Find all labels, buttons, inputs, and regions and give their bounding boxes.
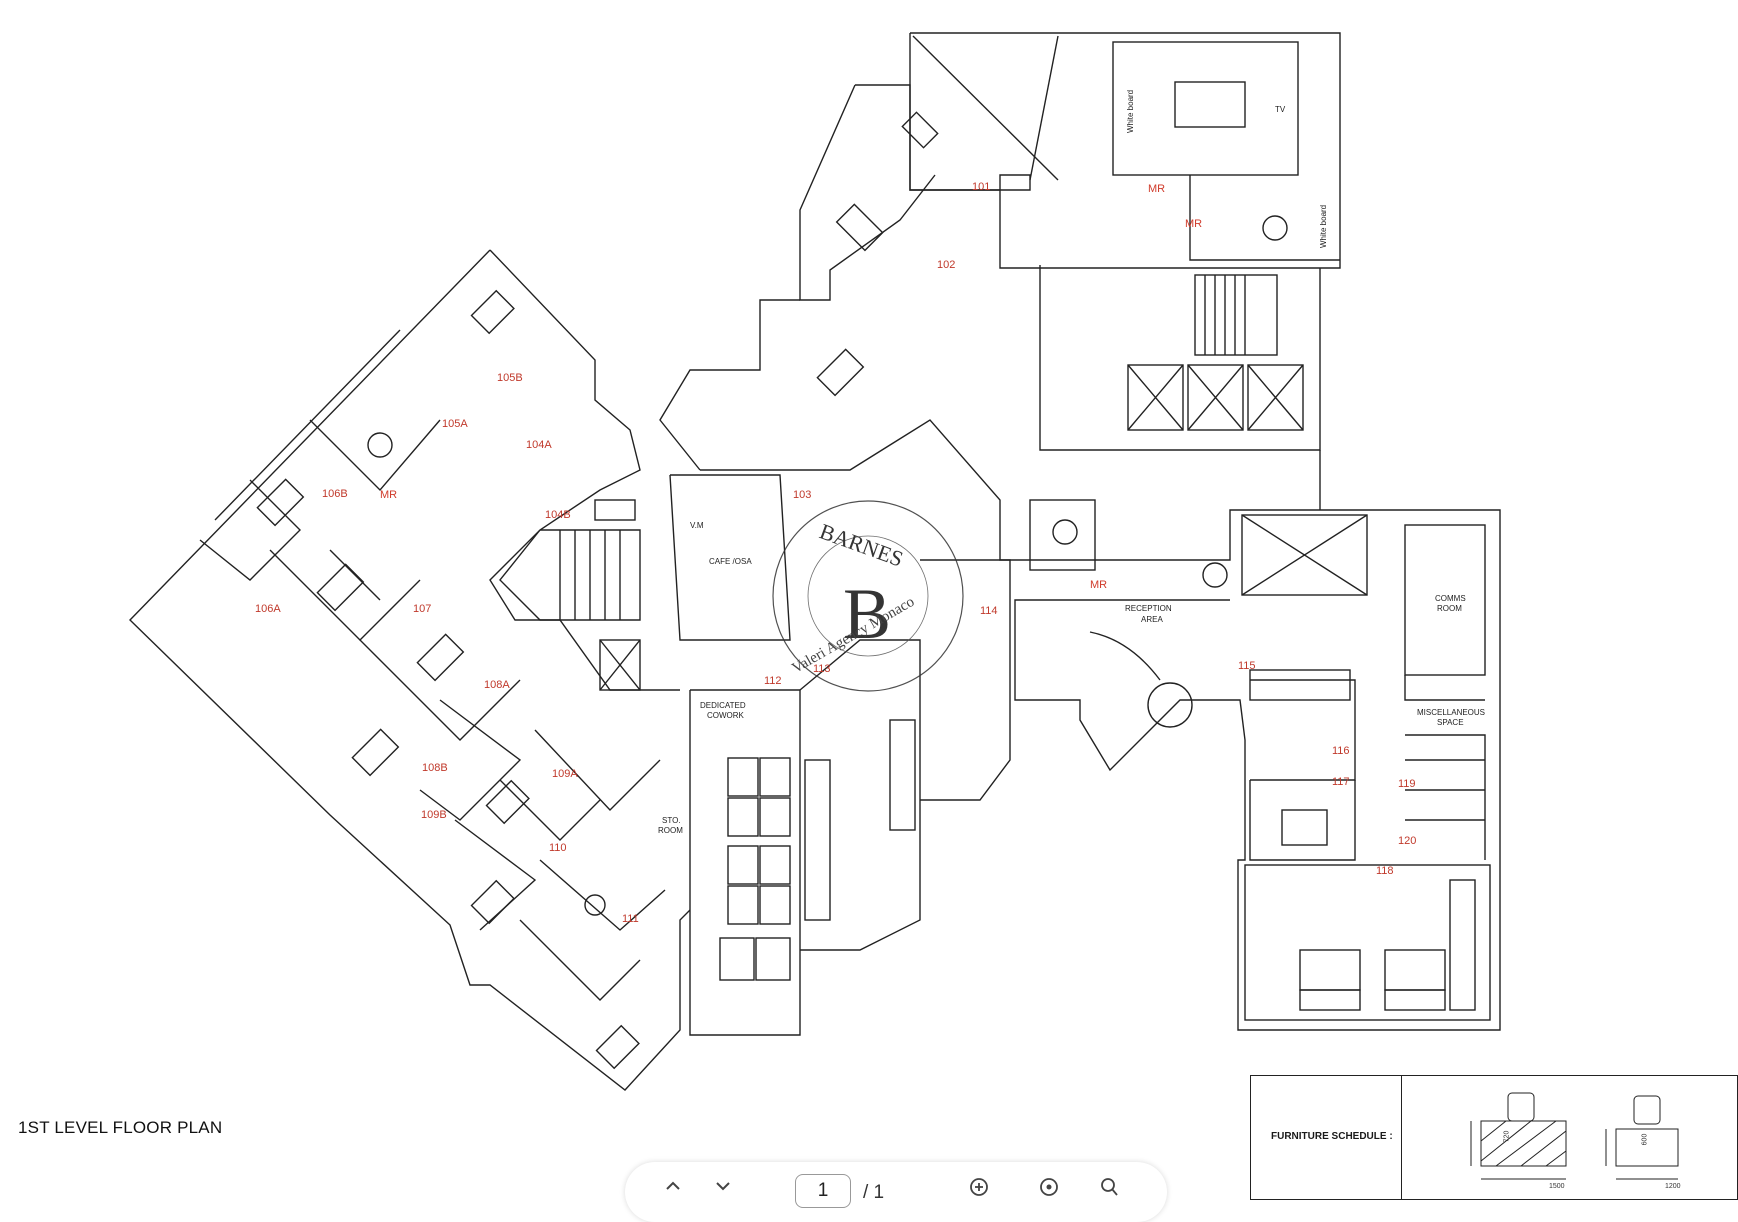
tv-label: TV bbox=[1275, 105, 1286, 114]
wall bbox=[799, 84, 936, 301]
room-label-108b: 108B bbox=[422, 762, 448, 774]
wall bbox=[909, 32, 1341, 269]
zoom-reset-icon[interactable] bbox=[1035, 1176, 1063, 1204]
wall bbox=[129, 249, 691, 1091]
watermark-letter: B bbox=[843, 574, 891, 654]
pdf-viewer-toolbar: / 1 bbox=[625, 1162, 1167, 1222]
room-label-102: 102 bbox=[937, 259, 955, 271]
room-label-109b: 109B bbox=[421, 809, 447, 821]
reception-label-1: RECEPTION bbox=[1125, 604, 1172, 613]
schedule-divider bbox=[1401, 1076, 1402, 1199]
zoom-in-icon[interactable] bbox=[965, 1176, 993, 1204]
comms-label-2: ROOM bbox=[1437, 604, 1462, 613]
page-total: / 1 bbox=[863, 1182, 885, 1203]
vm-label: V.M bbox=[690, 521, 704, 530]
mr-label-2: MR bbox=[1185, 218, 1202, 230]
storage-label-1: STO. bbox=[662, 816, 681, 825]
wall bbox=[659, 299, 800, 471]
room-label-104b: 104B bbox=[545, 509, 571, 521]
room-label-117: 117 bbox=[1332, 776, 1350, 788]
room-label-109a: 109A bbox=[552, 768, 578, 780]
reception-label-2: AREA bbox=[1141, 615, 1163, 624]
chevron-up-icon[interactable] bbox=[659, 1176, 687, 1204]
whiteboard-label-1: White board bbox=[1126, 90, 1135, 133]
room-label-104a: 104A bbox=[526, 439, 552, 451]
room-label-120: 120 bbox=[1398, 835, 1416, 847]
room-label-105b: 105B bbox=[497, 372, 523, 384]
room-label-105a: 105A bbox=[442, 418, 468, 430]
room-label-119: 119 bbox=[1398, 778, 1416, 790]
room-label-106b: 106B bbox=[322, 488, 348, 500]
misc-label-1: MISCELLANEOUS bbox=[1417, 708, 1485, 717]
room-label-116: 116 bbox=[1332, 745, 1350, 757]
furniture-legend-drawing bbox=[1470, 1092, 1679, 1180]
mr-label-1: MR bbox=[1148, 183, 1165, 195]
meeting-room-wall bbox=[1112, 41, 1299, 176]
room-label-108a: 108A bbox=[484, 679, 510, 691]
room-label-103: 103 bbox=[793, 489, 811, 501]
dim-label-600: 600 bbox=[1641, 1133, 1649, 1146]
dim-label-720: 720 bbox=[1503, 1130, 1511, 1143]
room-label-115: 115 bbox=[1238, 660, 1256, 672]
room-label-111: 111 bbox=[622, 913, 639, 925]
room-label-118: 118 bbox=[1376, 865, 1394, 877]
storage-label-2: ROOM bbox=[658, 826, 683, 835]
watermark-brand: BARNES bbox=[816, 518, 906, 571]
dim-label-1200: 1200 bbox=[1665, 1183, 1681, 1190]
wall bbox=[855, 84, 1000, 191]
wall bbox=[689, 689, 801, 1036]
wall bbox=[1039, 265, 1321, 451]
room-label-106a: 106A bbox=[255, 603, 281, 615]
mr-label-3: MR bbox=[380, 489, 397, 501]
cowork-label-1: DEDICATED bbox=[700, 701, 746, 710]
dim-label-1500: 1500 bbox=[1549, 1183, 1565, 1190]
comms-label-1: COMMS bbox=[1435, 594, 1466, 603]
cowork-label-2: COWORK bbox=[707, 711, 745, 720]
area-labels: CAFE /OSA V.M DEDICATED COWORK RECEPTION… bbox=[658, 90, 1485, 835]
room-label-113: 113 bbox=[813, 663, 831, 675]
furniture-schedule: FURNITURE SCHEDULE : 720 1500 600 1200 bbox=[1250, 1075, 1738, 1200]
chevron-down-icon[interactable] bbox=[709, 1176, 737, 1204]
plan-title: 1ST LEVEL FLOOR PLAN bbox=[18, 1118, 223, 1137]
wall bbox=[700, 419, 1501, 1031]
room-labels: 101 102 103 104A 104B 105A 105B 106A 106… bbox=[255, 181, 1416, 925]
room-label-114: 114 bbox=[980, 605, 998, 617]
wall bbox=[1189, 175, 1340, 261]
search-icon[interactable] bbox=[1095, 1176, 1123, 1204]
room-label-107: 107 bbox=[413, 603, 431, 615]
room-label-112: 112 bbox=[764, 675, 782, 687]
page-number-input[interactable] bbox=[795, 1174, 851, 1208]
wall bbox=[489, 249, 680, 691]
mr-label-4: MR bbox=[1090, 579, 1107, 591]
whiteboard-label-2: White board bbox=[1319, 205, 1328, 248]
misc-label-2: SPACE bbox=[1437, 718, 1464, 727]
furniture-schedule-title: FURNITURE SCHEDULE : bbox=[1271, 1131, 1393, 1142]
cafe-label: CAFE /OSA bbox=[709, 557, 752, 566]
room-label-101: 101 bbox=[972, 181, 990, 193]
room-label-110: 110 bbox=[549, 842, 567, 854]
watermark: BARNES B Valeri Agency Monaco bbox=[772, 500, 964, 692]
